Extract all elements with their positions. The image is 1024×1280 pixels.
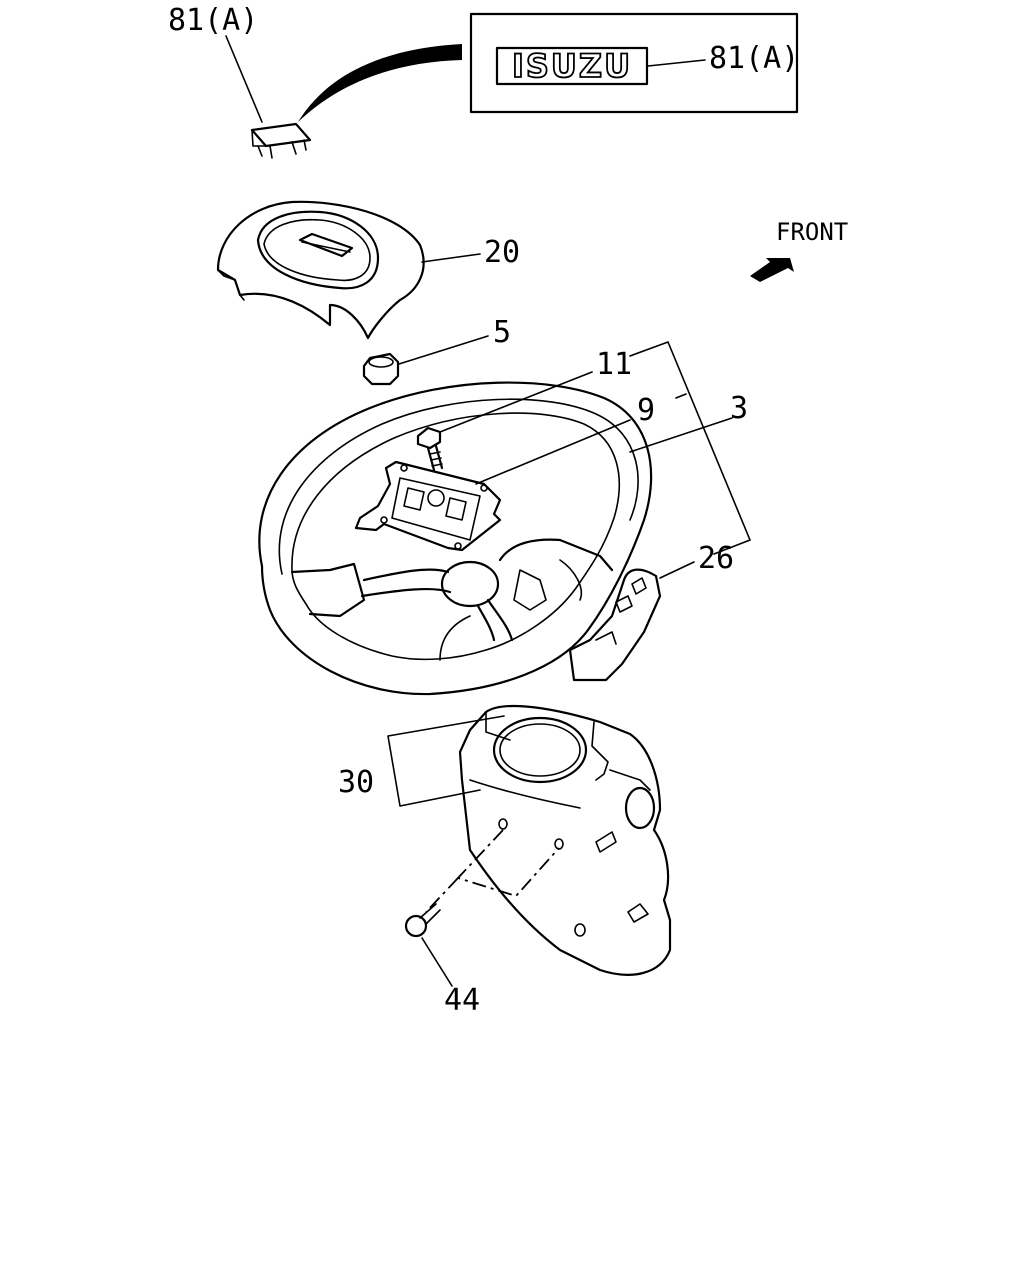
callout-26: 26 — [698, 541, 734, 576]
steering-wheel: 3 — [258, 381, 748, 696]
callout-81a-detail: 81(A) — [709, 41, 799, 76]
emblem-detail-leader — [647, 59, 706, 67]
front-arrow-icon — [750, 258, 794, 282]
screw-leader — [421, 937, 453, 987]
callout-11: 11 — [596, 347, 632, 382]
callout-3: 3 — [730, 391, 748, 426]
callout-5: 5 — [493, 315, 511, 350]
nut: 5 — [362, 315, 511, 386]
emblem-logo-frame — [495, 46, 649, 86]
callout-44: 44 — [444, 983, 480, 1018]
callout-9: 9 — [637, 393, 655, 428]
emblem-detail-frame — [469, 12, 799, 114]
emblem-part: 81(A) — [168, 3, 312, 159]
mounting-plate: 9 — [354, 393, 655, 552]
horn-pad-leader — [421, 253, 481, 263]
nut-leader — [398, 335, 489, 365]
front-direction: FRONT — [750, 218, 848, 282]
callout-20: 20 — [484, 235, 520, 270]
callout-81a: 81(A) — [168, 3, 258, 38]
bolt: 11 — [416, 347, 632, 472]
bolt-leader — [439, 371, 593, 433]
detail-connector — [298, 44, 462, 122]
group-bracket — [629, 341, 751, 555]
emblem-leader — [225, 35, 263, 123]
column-cover-bracket — [387, 715, 505, 807]
plate-leader — [475, 419, 631, 485]
assembly-line — [456, 829, 560, 898]
spoke-cover: 26 — [568, 541, 734, 682]
wheel-leader — [629, 417, 733, 453]
column-cover: 30 — [338, 704, 672, 976]
horn-pad: 20 — [216, 200, 520, 340]
emblem-logo-text: ISUZU — [512, 47, 632, 85]
emblem-detail: ISUZU 81(A) — [298, 12, 799, 122]
front-label: FRONT — [776, 218, 848, 246]
spoke-cover-leader — [659, 561, 695, 579]
callout-30: 30 — [338, 765, 374, 800]
screw: 44 — [404, 829, 560, 1018]
